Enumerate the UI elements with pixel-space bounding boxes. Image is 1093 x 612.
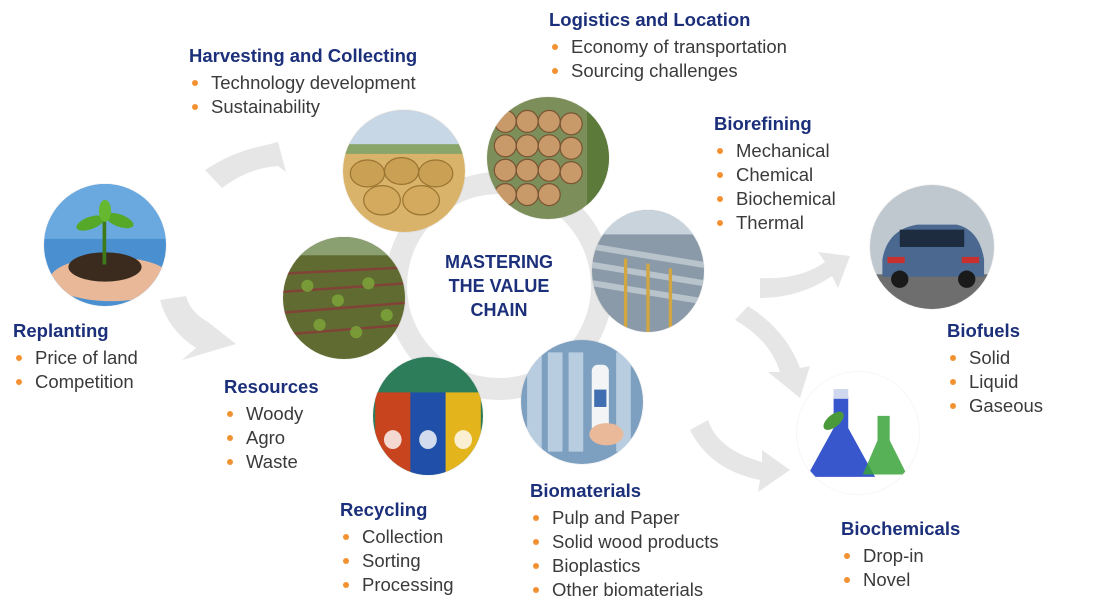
center-title-line-3: CHAIN <box>470 300 528 320</box>
center-title-line-1: MASTERING <box>445 252 553 272</box>
cycle-arrow-lower-right-b <box>690 420 790 492</box>
stage-recycling-list: Collection Sorting Processing <box>340 525 454 597</box>
center-title-line-2: THE VALUE <box>448 276 550 296</box>
stage-replanting: Replanting Price of land Competition <box>13 320 138 394</box>
list-item: Woody <box>224 402 319 426</box>
stage-biochemicals-title: Biochemicals <box>841 518 961 539</box>
cycle-arrow-upper-left <box>205 142 286 188</box>
stage-biofuels-title: Biofuels <box>947 320 1020 341</box>
center-hub-inner: MASTERING THE VALUE CHAIN <box>407 194 591 378</box>
list-item: Bioplastics <box>530 554 719 578</box>
crop-field-photo <box>283 237 405 359</box>
list-item: Novel <box>841 568 960 592</box>
list-item: Sustainability <box>189 95 417 119</box>
stage-harvesting: Harvesting and Collecting Technology dev… <box>189 45 417 119</box>
hay-bales-photo <box>343 110 465 232</box>
stage-biomaterials: Biomaterials Pulp and Paper Solid wood p… <box>530 480 719 602</box>
car-photo <box>870 185 994 309</box>
stage-biofuels: Biofuels Solid Liquid Gaseous <box>947 320 1043 418</box>
list-item: Chemical <box>714 163 836 187</box>
recycling-bins-photo <box>373 357 483 475</box>
cycle-arrow-left <box>160 296 236 360</box>
stage-biorefining-list: Mechanical Chemical Biochemical Thermal <box>714 139 836 235</box>
list-item: Thermal <box>714 211 836 235</box>
log-pile-photo <box>487 97 609 219</box>
list-item: Waste <box>224 450 319 474</box>
list-item: Technology development <box>189 71 417 95</box>
stage-recycling: Recycling Collection Sorting Processing <box>340 499 454 597</box>
stage-biomaterials-title: Biomaterials <box>530 480 642 501</box>
stage-replanting-title: Replanting <box>13 320 109 341</box>
stage-biofuels-list: Solid Liquid Gaseous <box>947 346 1043 418</box>
seedling-in-soil-photo <box>44 184 166 306</box>
list-item: Price of land <box>13 346 138 370</box>
lab-flasks-photo <box>797 372 919 494</box>
list-item: Sourcing challenges <box>549 59 787 83</box>
stage-biochemicals: Biochemicals Drop-in Novel <box>841 518 960 592</box>
stage-logistics: Logistics and Location Economy of transp… <box>549 9 787 83</box>
list-item: Sorting <box>340 549 454 573</box>
list-item: Economy of transportation <box>549 35 787 59</box>
stage-harvesting-list: Technology development Sustainability <box>189 71 417 119</box>
list-item: Solid <box>947 346 1043 370</box>
list-item: Agro <box>224 426 319 450</box>
list-item: Drop-in <box>841 544 960 568</box>
stage-resources: Resources Woody Agro Waste <box>224 376 319 474</box>
center-title: MASTERING THE VALUE CHAIN <box>434 250 564 322</box>
list-item: Other biomaterials <box>530 578 719 602</box>
list-item: Competition <box>13 370 138 394</box>
list-item: Biochemical <box>714 187 836 211</box>
cycle-arrow-lower-right-a <box>735 306 810 398</box>
list-item: Gaseous <box>947 394 1043 418</box>
stage-resources-title: Resources <box>224 376 319 397</box>
list-item: Collection <box>340 525 454 549</box>
stage-recycling-title: Recycling <box>340 499 428 520</box>
stage-replanting-list: Price of land Competition <box>13 346 138 394</box>
consumer-products-photo <box>521 340 643 464</box>
stage-biorefining: Biorefining Mechanical Chemical Biochemi… <box>714 113 836 235</box>
stage-biomaterials-list: Pulp and Paper Solid wood products Biopl… <box>530 506 719 602</box>
stage-resources-list: Woody Agro Waste <box>224 402 319 474</box>
list-item: Processing <box>340 573 454 597</box>
list-item: Liquid <box>947 370 1043 394</box>
stage-harvesting-title: Harvesting and Collecting <box>189 45 418 66</box>
stage-biorefining-title: Biorefining <box>714 113 812 134</box>
cycle-arrow-right <box>760 252 850 298</box>
stage-biochemicals-list: Drop-in Novel <box>841 544 960 592</box>
stage-logistics-title: Logistics and Location <box>549 9 751 30</box>
list-item: Mechanical <box>714 139 836 163</box>
list-item: Solid wood products <box>530 530 719 554</box>
industrial-pipes-photo <box>592 210 704 332</box>
list-item: Pulp and Paper <box>530 506 719 530</box>
stage-logistics-list: Economy of transportation Sourcing chall… <box>549 35 787 83</box>
